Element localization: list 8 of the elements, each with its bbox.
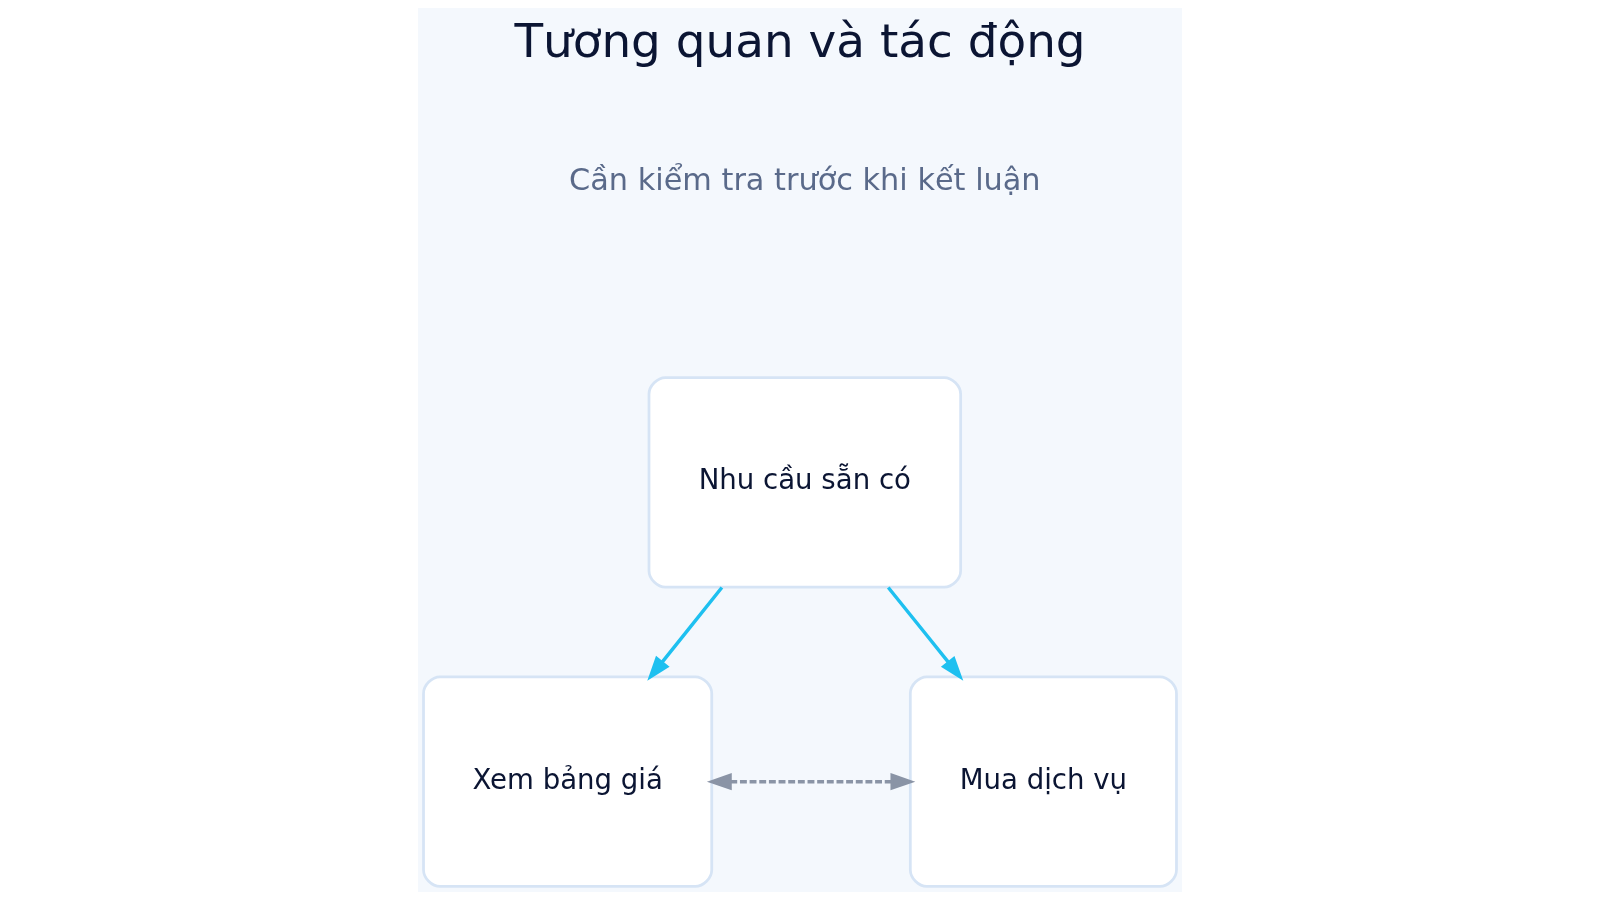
node-box: Nhu cầu sẵn có bbox=[647, 376, 963, 589]
node-box: Mua dịch vụ bbox=[908, 675, 1178, 888]
diagram-title: Tương quan và tác động bbox=[514, 12, 1086, 68]
arrow bbox=[647, 586, 724, 681]
arrow bbox=[706, 772, 916, 791]
arrow bbox=[886, 586, 964, 681]
node-box: Xem bảng giá bbox=[422, 675, 714, 888]
label: Cần kiểm tra trước khi kết luận bbox=[569, 161, 1041, 197]
